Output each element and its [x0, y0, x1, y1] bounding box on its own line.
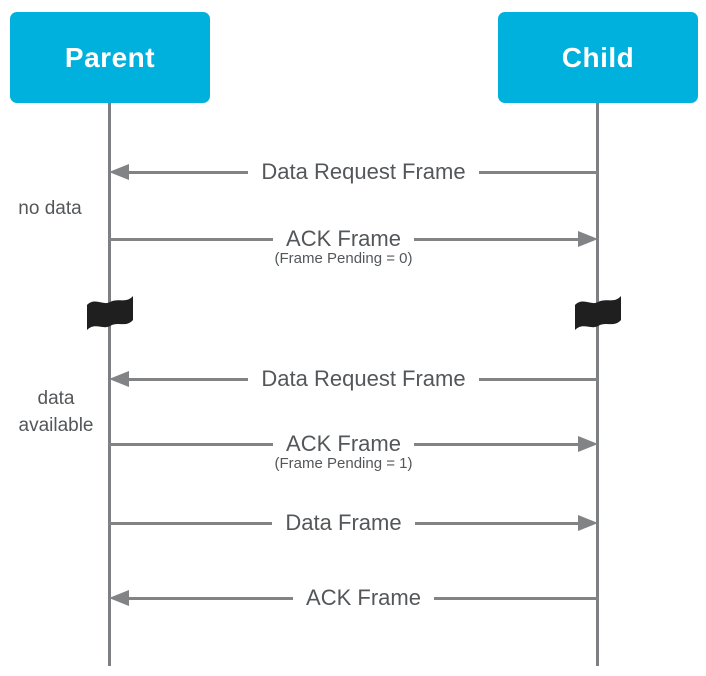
- message-data-frame: Data Frame: [109, 506, 598, 540]
- actor-parent: Parent: [10, 12, 210, 103]
- message-label-stack: ACK Frame: [293, 581, 434, 615]
- message-line: [413, 237, 579, 241]
- message-ack-frame-3: ACK Frame: [109, 581, 599, 615]
- message-line: [109, 442, 274, 446]
- message-line: [478, 170, 599, 174]
- message-line: [414, 521, 578, 525]
- message-line: [129, 170, 249, 174]
- message-line: [478, 377, 599, 381]
- message-label: ACK Frame: [306, 585, 421, 610]
- message-label-stack: ACK Frame (Frame Pending = 0): [273, 222, 414, 267]
- message-line: [109, 521, 273, 525]
- actor-child: Child: [498, 12, 698, 103]
- message-ack-frame-2: ACK Frame (Frame Pending = 1): [109, 427, 599, 472]
- message-line: [129, 596, 294, 600]
- flag-break-icon: [87, 296, 133, 330]
- message-sublabel: (Frame Pending = 1): [274, 455, 413, 472]
- message-data-request-frame-2: Data Request Frame: [109, 362, 599, 396]
- message-label-stack: Data Request Frame: [248, 362, 478, 396]
- arrow-right-icon: [578, 231, 599, 247]
- arrow-right-icon: [578, 515, 598, 531]
- message-ack-frame-1: ACK Frame (Frame Pending = 0): [109, 222, 599, 267]
- child-lifeline: [596, 103, 599, 666]
- message-label: ACK Frame: [286, 431, 401, 456]
- actor-child-label: Child: [561, 41, 635, 73]
- actor-parent-label: Parent: [64, 41, 156, 73]
- message-sublabel: (Frame Pending = 0): [274, 250, 413, 267]
- message-label: Data Request Frame: [261, 159, 466, 184]
- message-line: [413, 442, 579, 446]
- message-label-stack: ACK Frame (Frame Pending = 1): [273, 427, 414, 472]
- arrow-left-icon: [109, 371, 129, 387]
- message-line: [433, 596, 599, 600]
- arrow-left-icon: [109, 590, 129, 606]
- message-label: Data Request Frame: [261, 366, 466, 391]
- arrow-left-icon: [109, 164, 129, 180]
- message-line: [129, 377, 249, 381]
- arrow-right-icon: [578, 436, 599, 452]
- annotation-no-data: no data: [18, 198, 82, 219]
- message-label: ACK Frame: [286, 226, 401, 251]
- message-label-stack: Data Request Frame: [248, 155, 478, 189]
- message-label: Data Frame: [285, 510, 402, 535]
- message-data-request-frame-1: Data Request Frame: [109, 155, 599, 189]
- message-label-stack: Data Frame: [272, 506, 414, 540]
- flag-break-icon: [575, 296, 621, 330]
- annotation-data-available: data available: [18, 388, 94, 436]
- message-line: [109, 237, 274, 241]
